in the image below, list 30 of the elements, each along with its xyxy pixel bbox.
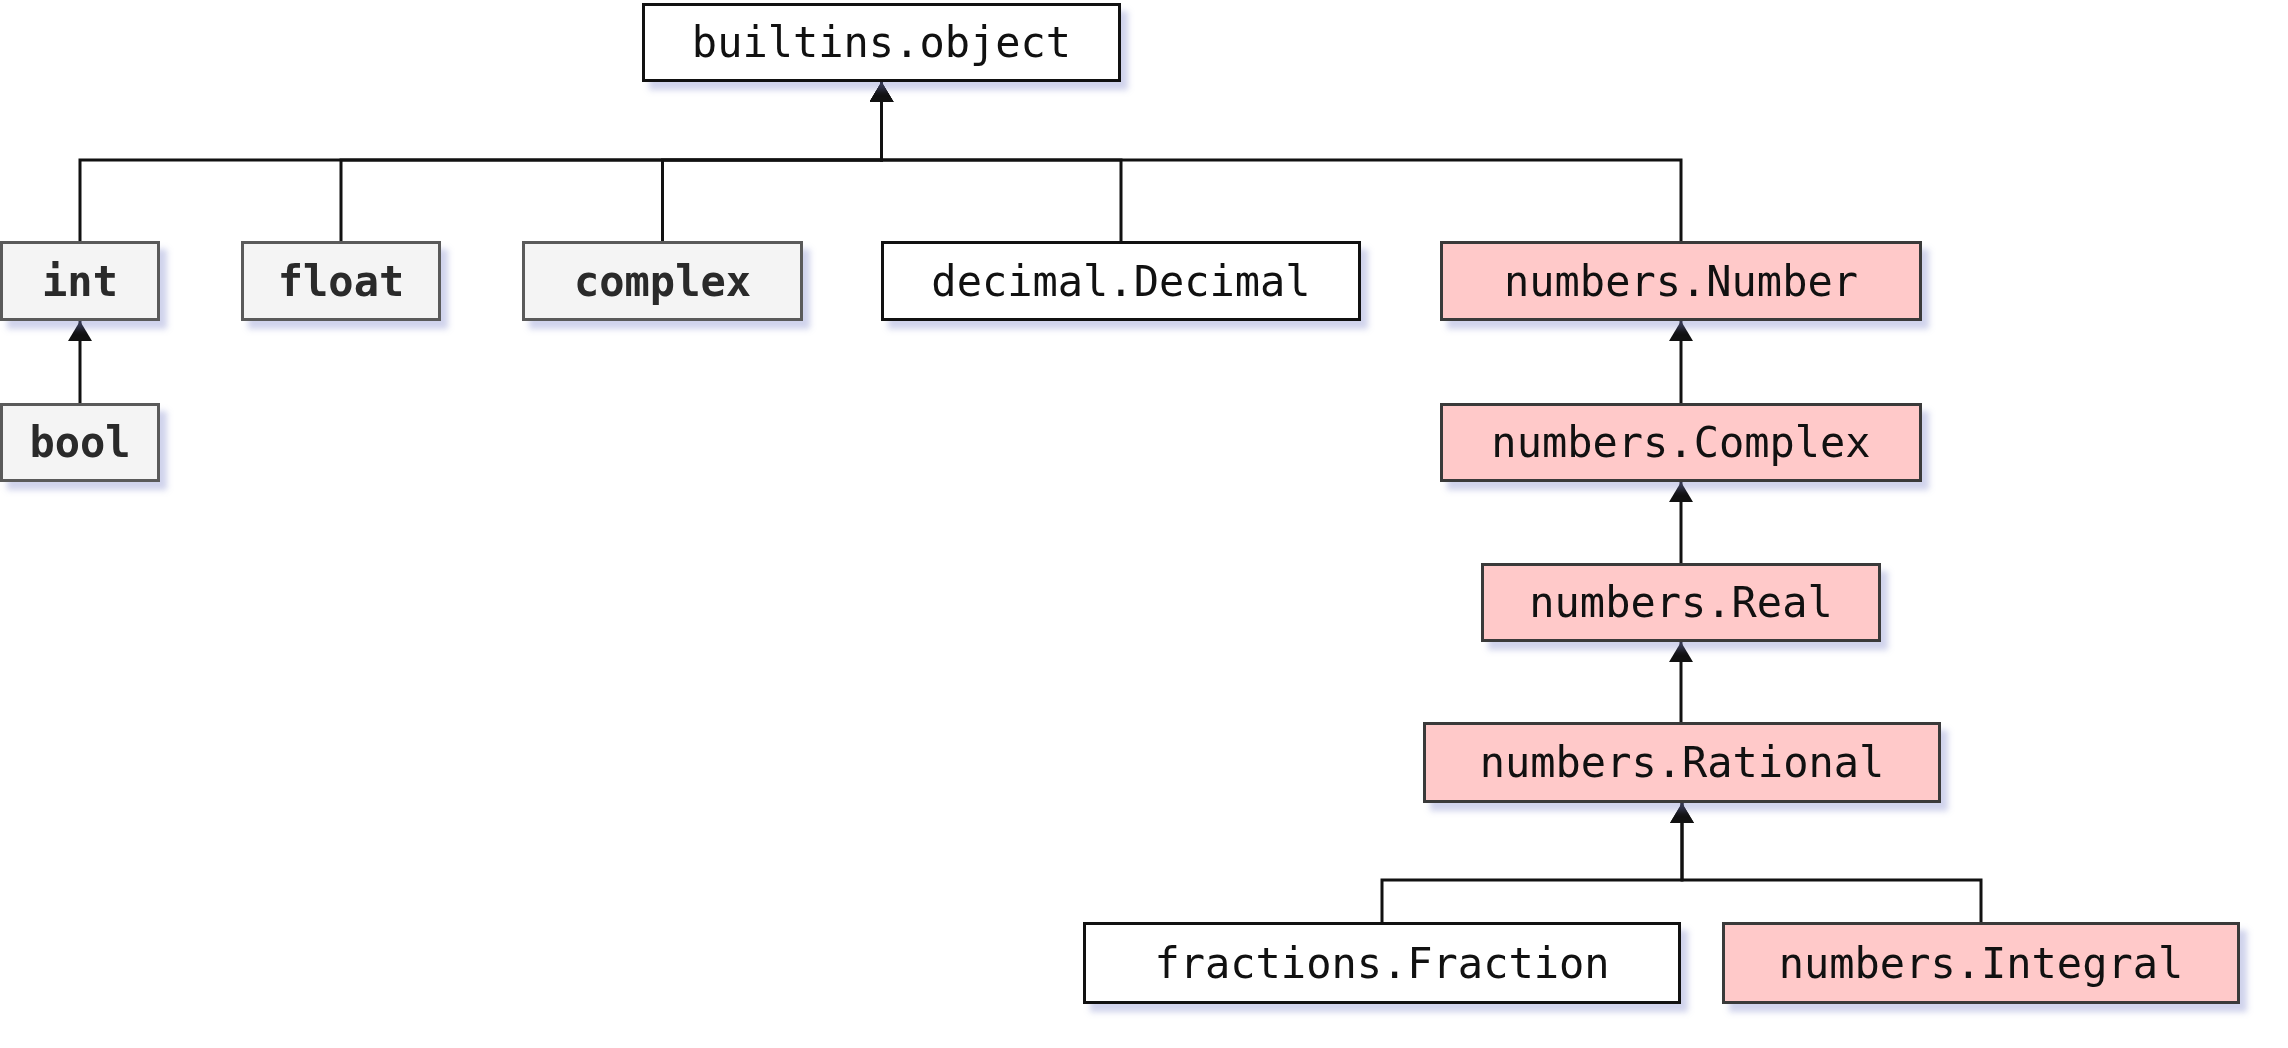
class-box [1722,922,2240,1004]
class-name: numbers.Number [1504,256,1858,306]
inheritance-arrow [1669,321,1693,403]
class-name: float [277,256,405,306]
class-box [1481,563,1881,642]
inheritance-arrow [869,82,1683,241]
class-box [0,403,160,482]
class-name: bool [29,418,131,467]
inheritance-arrow [68,321,92,403]
class-box [642,3,1121,82]
class-box [1440,241,1922,321]
class-box [1083,922,1681,1004]
class-name: int [42,256,118,306]
class-box [881,241,1361,321]
class-name: numbers.Integral [1778,938,2184,988]
inheritance-arrow [1670,803,1983,922]
class-name: numbers.Rational [1479,738,1885,787]
class-name: decimal.Decimal [931,256,1311,306]
class-box [1423,722,1941,803]
inheritance-arrow [1669,642,1693,722]
class-name: numbers.Real [1529,578,1833,627]
class-name: fractions.Fraction [1154,938,1610,988]
class-box [0,241,160,321]
class-name: builtins.object [691,18,1072,67]
class-box [522,241,803,321]
inheritance-arrow [1669,482,1693,563]
class-name: complex [574,256,751,306]
class-box [241,241,441,321]
class-box [1440,403,1922,482]
class-name: numbers.Complex [1491,418,1871,467]
